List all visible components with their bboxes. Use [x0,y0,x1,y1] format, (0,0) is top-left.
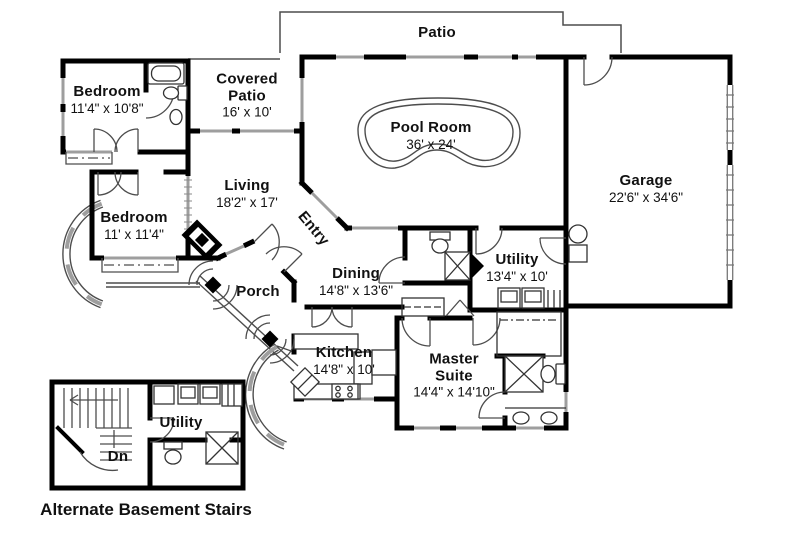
toilet [555,363,566,385]
walk-in-closet [496,311,562,357]
basement-inset [49,379,246,491]
room-label-kitchen: Kitchen 14'8" x 10' [313,343,375,377]
toilet [177,85,188,101]
refrigerator [371,349,397,376]
porch-posts [188,260,295,364]
room-label-porch: Porch [236,282,280,300]
bay-window-turret [62,199,104,309]
porch-outline [106,275,299,372]
room-label-basement-utility: Utility [159,413,203,431]
sink [540,411,558,425]
sink [169,108,183,126]
patio-outline [188,11,622,60]
room-label-bedroom1: Bedroom 11'4" x 10'8" [70,82,144,116]
pool [357,97,521,169]
plan-caption: Alternate Basement Stairs [40,500,252,519]
doors [93,56,613,419]
room-label-covered-patio: Covered Patio 16' x 10' [216,70,278,120]
room-label-living: Living 18'2" x 17' [216,176,278,210]
room-label-pool-room: Pool Room 36' x 24' [390,118,472,152]
room-label-utility: Utility 13'4" x 10' [486,250,548,284]
fireplace [181,219,223,261]
sink [512,411,530,425]
room-label-patio: Patio [418,23,456,41]
toilet [163,441,183,450]
shower [205,431,239,465]
living-window-ticks [184,179,192,230]
garage-door-openings [726,85,734,280]
fixtures [147,62,588,425]
room-label-bedroom2: Bedroom 11' x 11'4" [100,208,168,242]
kitchen-sink [289,366,321,398]
room-label-garage: Garage 22'6" x 34'6" [608,171,684,205]
porch-post [204,276,222,294]
room-label-dining: Dining 14'8" x 13'6" [318,264,394,298]
water-heater [568,224,588,244]
nook-bay-window [244,343,295,450]
stair-direction-arrow [69,394,118,406]
room-label-master-suite: Master Suite 14'4" x 14'10" [413,350,495,400]
room-label-stairs-down: Dn [107,447,129,465]
porch-post [261,330,279,348]
window-sills [65,152,179,273]
stair-treads [63,388,129,428]
